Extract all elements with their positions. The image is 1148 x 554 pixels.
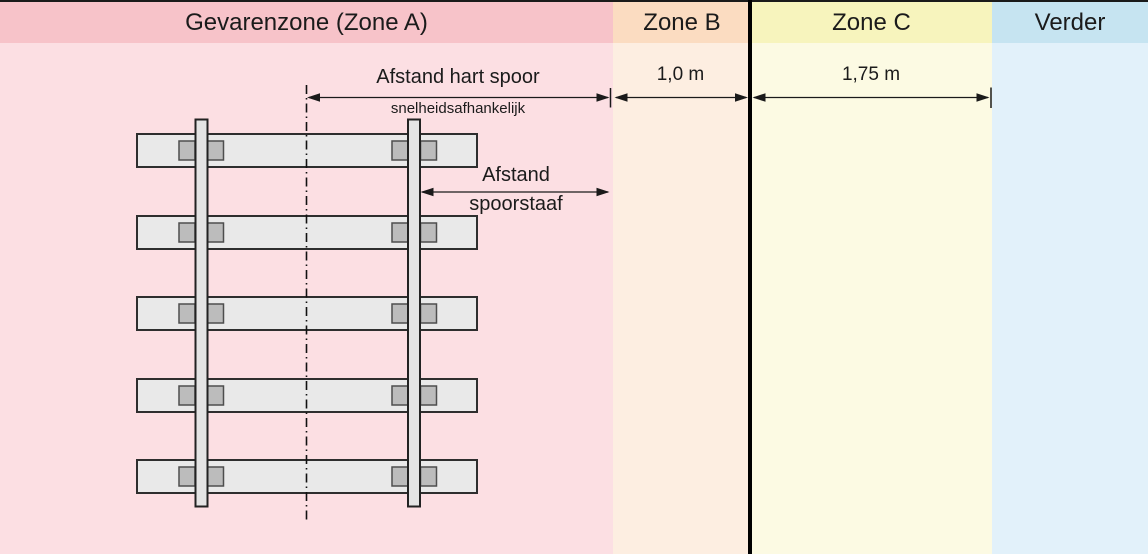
top-border-line xyxy=(0,0,1148,2)
spoorstaaf-label-line2: spoorstaaf xyxy=(469,193,563,215)
zone-c-column: Zone C xyxy=(751,0,992,554)
zone-a-body xyxy=(0,43,613,554)
zone-a-header: Gevarenzone (Zone A) xyxy=(0,2,613,43)
zone-b-column: Zone B xyxy=(613,0,751,554)
snelheidsafhankelijk-label: snelheidsafhankelijk xyxy=(390,100,526,117)
zone-c-distance-label: 1,75 m xyxy=(841,64,901,85)
zone-verder-header: Verder xyxy=(992,2,1148,43)
zone-verder-column: Verder xyxy=(992,0,1148,554)
zone-verder-body xyxy=(992,43,1148,554)
zone-b-title: Zone B xyxy=(643,8,721,36)
zone-b-distance-label: 1,0 m xyxy=(656,64,705,85)
zone-b-body xyxy=(613,43,751,554)
zone-c-title: Zone C xyxy=(832,8,911,36)
zone-a-title: Gevarenzone (Zone A) xyxy=(185,8,428,36)
zone-c-header: Zone C xyxy=(751,2,992,43)
hart-spoor-label: Afstand hart spoor xyxy=(376,66,540,88)
spoorstaaf-label-line1: Afstand xyxy=(482,164,550,186)
zone-b-c-divider-line xyxy=(748,0,752,554)
zone-c-body xyxy=(751,43,992,554)
zone-b-header: Zone B xyxy=(613,2,751,43)
zone-verder-title: Verder xyxy=(1034,8,1106,36)
